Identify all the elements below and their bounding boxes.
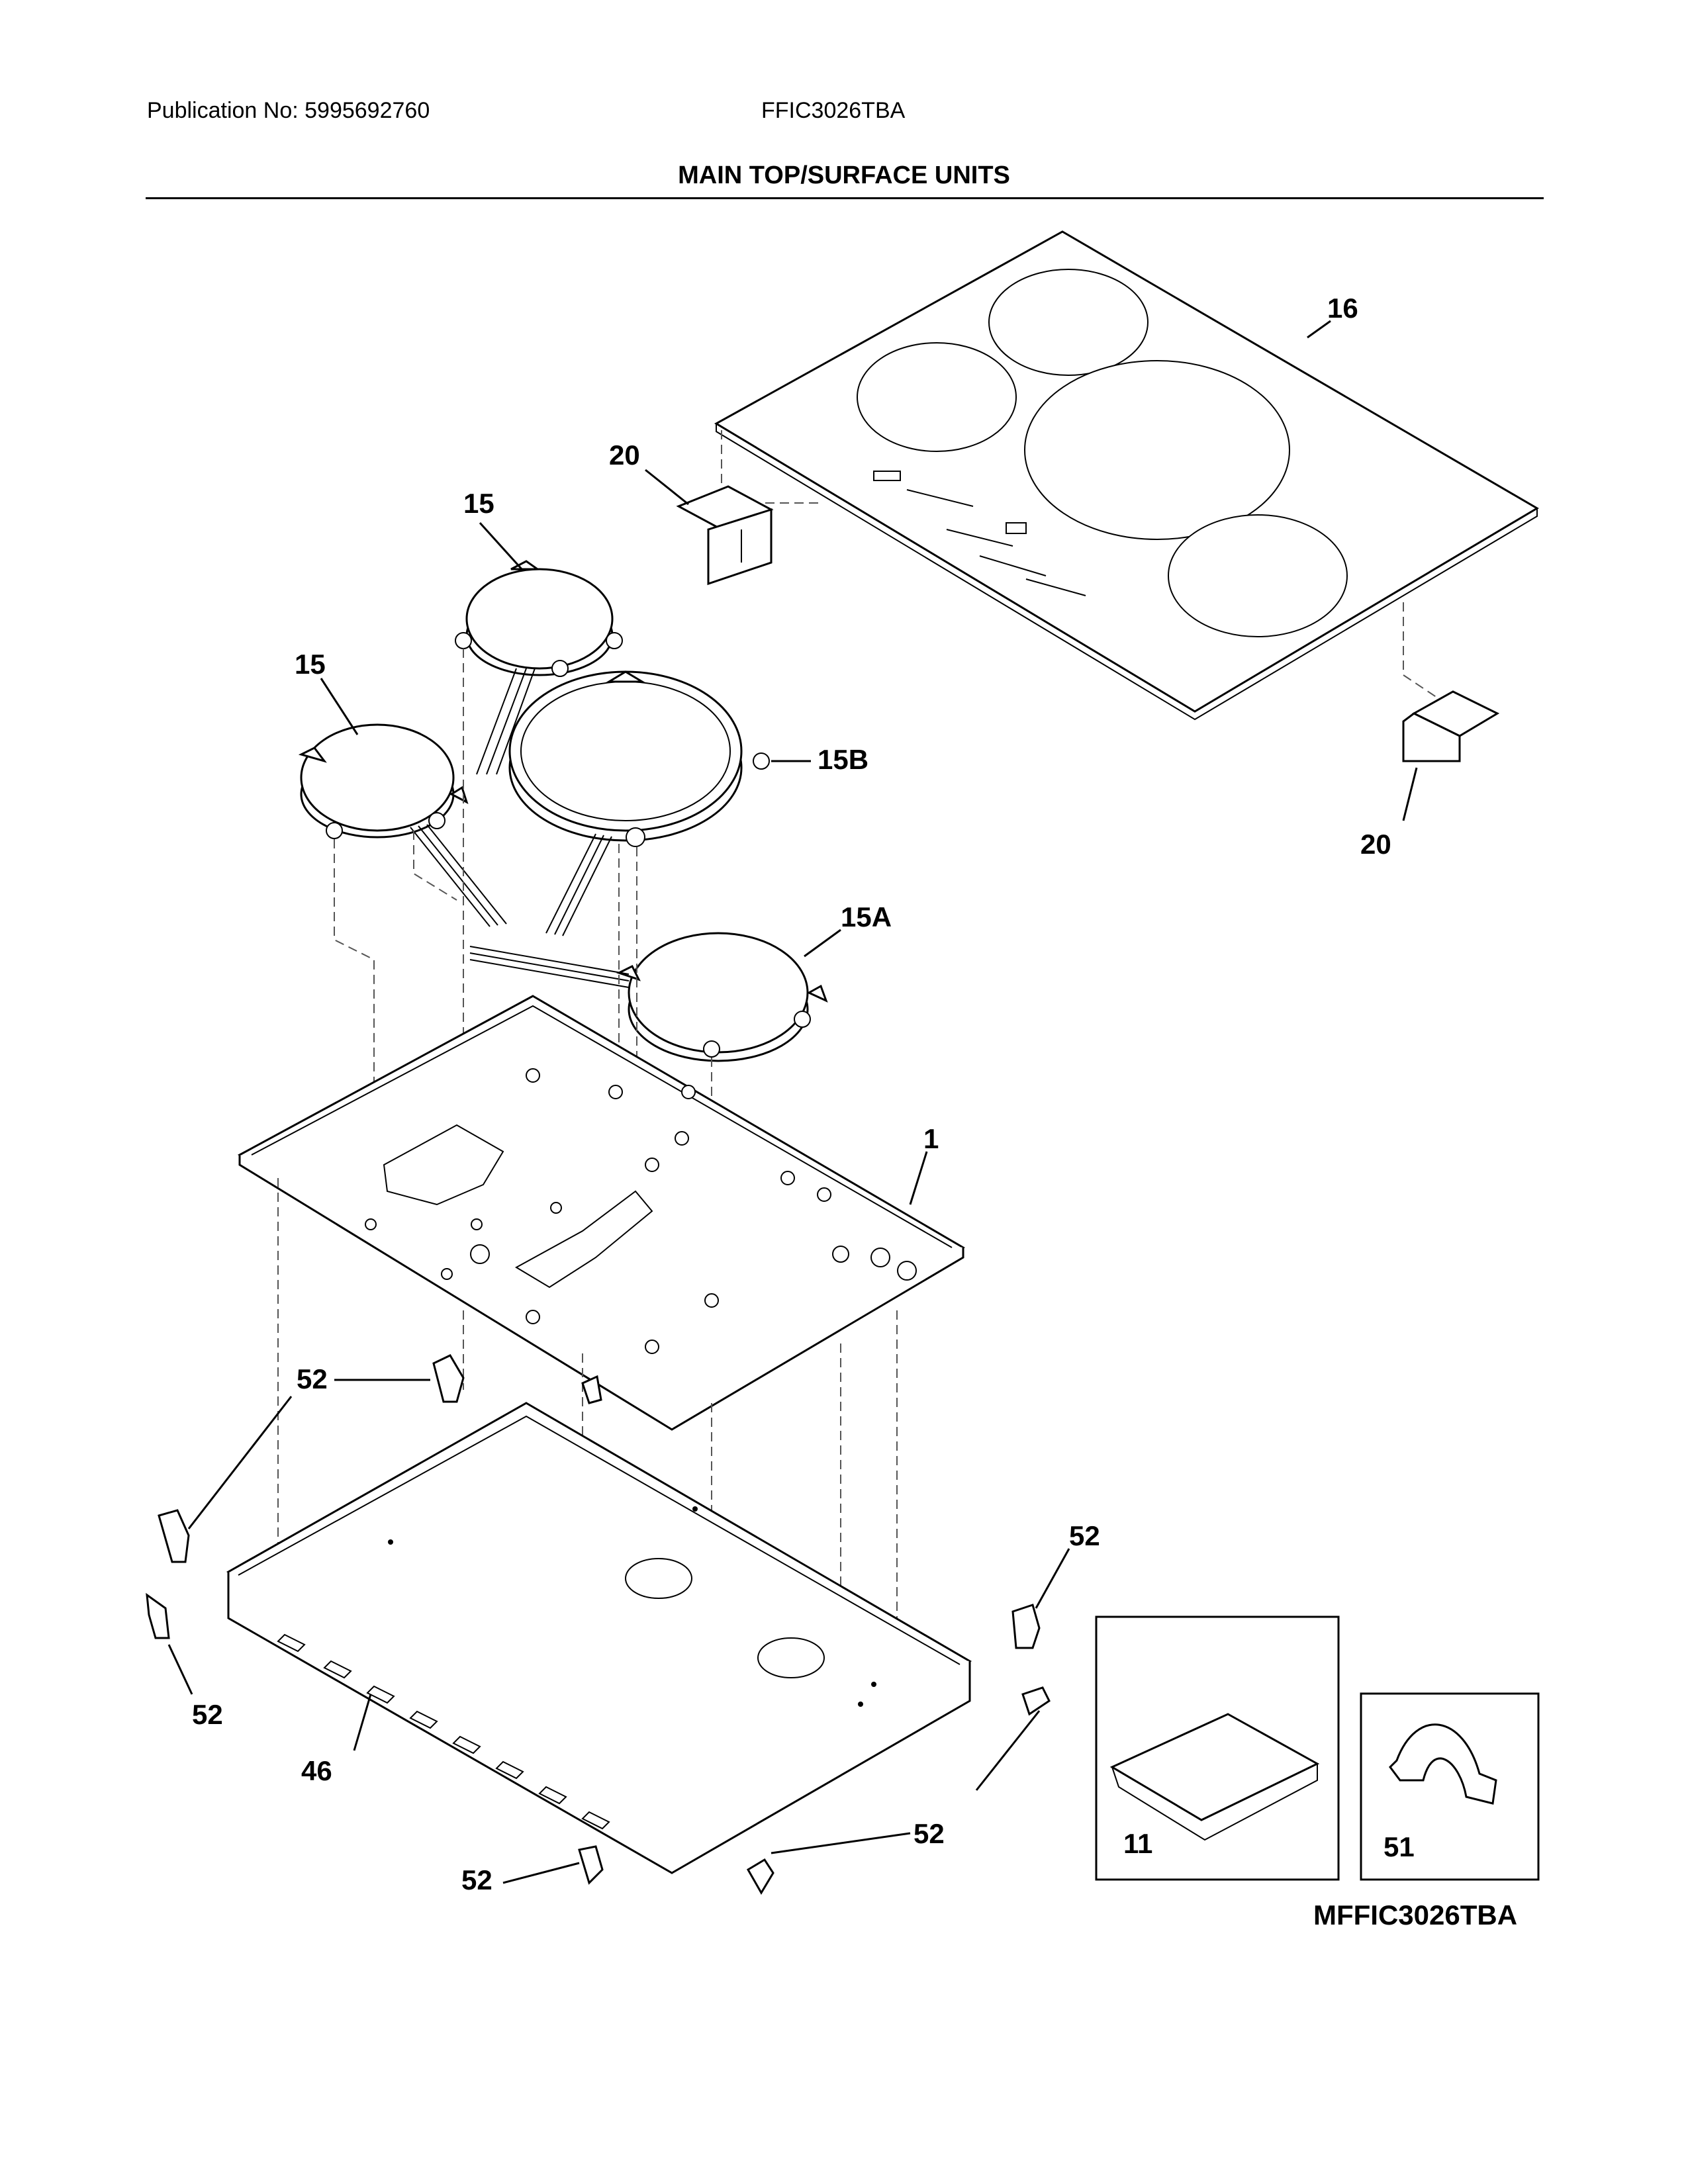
publication-number: Publication No: 5995692760 [147,98,430,123]
radiant-element-left[interactable] [298,723,507,927]
glass-cooktop[interactable] [714,230,1539,721]
callout-clip-2: 52 [1069,1520,1100,1551]
clip[interactable] [158,1509,190,1563]
wire-clamp[interactable] [1389,1723,1497,1805]
clip[interactable] [1021,1686,1051,1716]
callout-bracket-right: 20 [1360,829,1391,860]
callout-burner-box: 1 [923,1123,939,1154]
callout-element-upper: 15 [463,488,494,519]
clip[interactable] [432,1354,465,1403]
callout-clip-1: 52 [297,1363,328,1394]
mounting-bracket-right[interactable] [1402,690,1500,762]
bottom-pan[interactable] [226,1402,972,1874]
section-title: MAIN TOP/SURFACE UNITS [678,161,1010,189]
callout-inset-bracket: 11 [1123,1828,1152,1859]
radiant-element-upper[interactable] [455,560,623,775]
clip[interactable] [146,1592,170,1639]
callout-inset-clamp: 51 [1383,1831,1415,1862]
clip[interactable] [578,1845,604,1885]
mounting-bracket-left[interactable] [676,485,774,586]
radiant-element-front[interactable] [469,932,828,1062]
callout-element-front: 15A [841,901,892,933]
callout-glass-top: 16 [1327,293,1358,324]
burner-box[interactable] [237,995,965,1431]
drawing-id: MFFIC3026TBA [1313,1899,1518,1931]
clip[interactable] [1011,1604,1041,1649]
model-number: FFIC3026TBA [761,98,906,123]
callout-element-left: 15 [295,649,326,680]
header-rule [146,197,1544,199]
callout-clip-4: 52 [914,1818,945,1849]
mounting-bracket-inset[interactable] [1109,1713,1320,1841]
clip[interactable] [746,1858,774,1895]
inset-box-clamp [1360,1692,1540,1881]
callout-clip-3: 52 [192,1699,223,1730]
callout-element-large: 15B [818,744,868,775]
callout-bracket-left: 20 [609,439,640,471]
callout-clip-5: 52 [461,1864,492,1895]
clip[interactable] [581,1375,602,1404]
radiant-element-large[interactable] [508,670,770,936]
callout-bottom-pan: 46 [301,1755,332,1786]
